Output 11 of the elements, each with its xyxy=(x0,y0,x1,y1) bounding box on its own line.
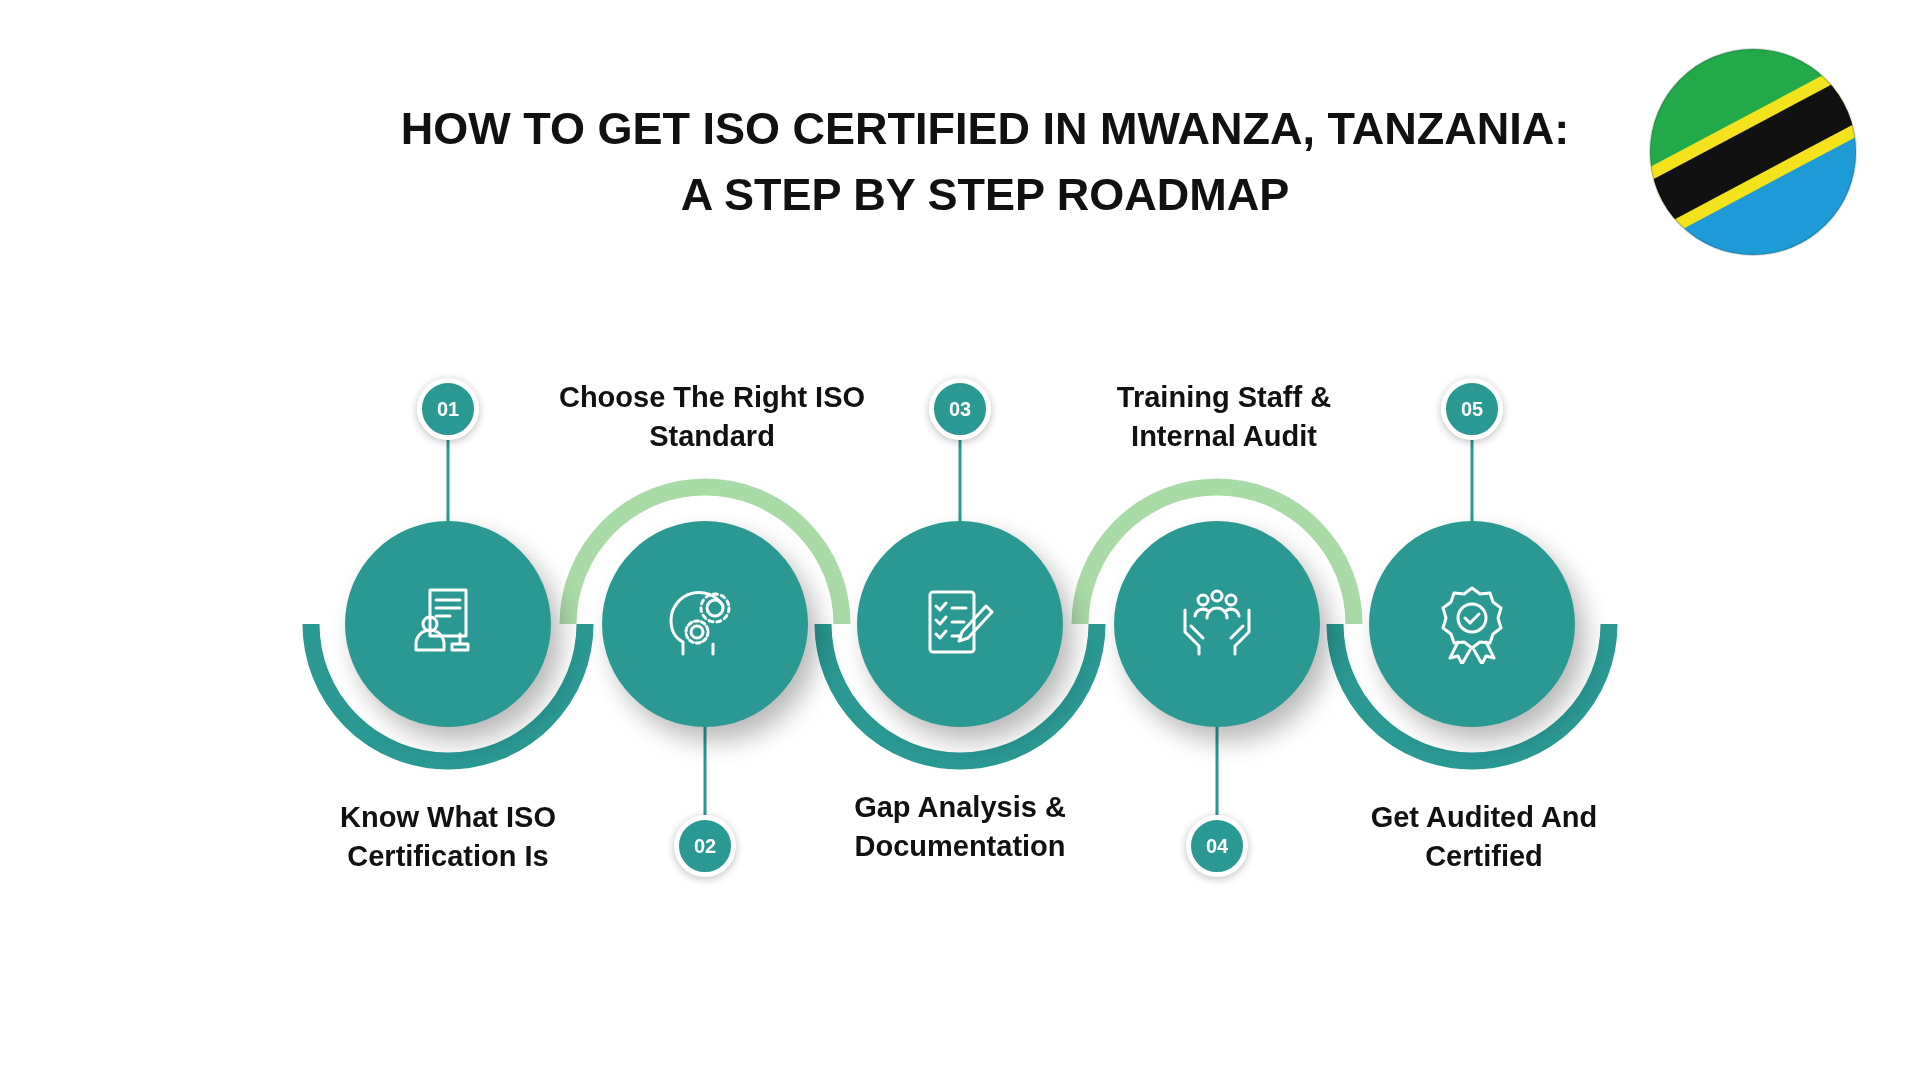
connector-line xyxy=(446,440,450,521)
connector-line xyxy=(1215,727,1219,815)
connector-line xyxy=(1470,440,1474,521)
step-title: Choose The Right ISO Standard xyxy=(557,380,867,454)
connector-line xyxy=(703,727,707,815)
step-title: Gap Analysis & Documentation xyxy=(853,790,1067,864)
title: HOW TO GET ISO CERTIFIED IN MWANZA, TANZANIA: A STEP BY STEP ROADMAP xyxy=(399,102,1571,222)
step-title: Get Audited And Certified xyxy=(1369,800,1599,874)
step-title: Training Staff & Internal Audit xyxy=(1115,380,1333,454)
connector-line xyxy=(958,440,962,521)
step-title: Know What ISO Certification Is xyxy=(339,800,557,874)
